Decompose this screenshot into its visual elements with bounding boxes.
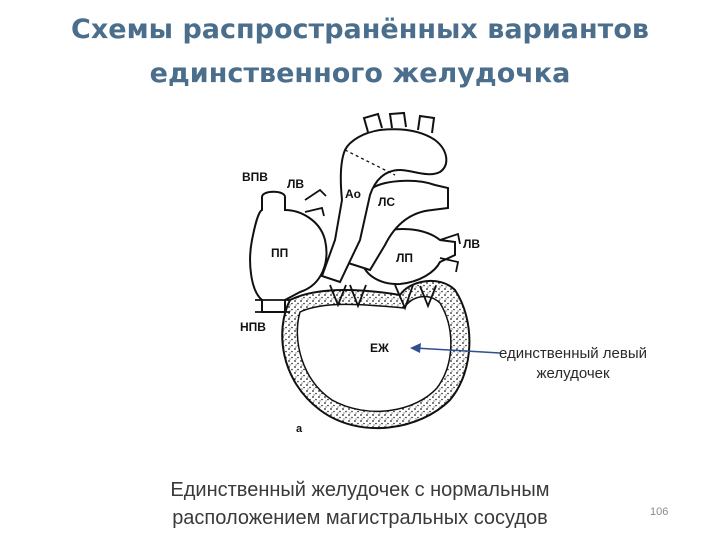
- callout-arrow-line: [414, 347, 501, 354]
- label-eh: ЕЖ: [370, 341, 389, 355]
- callout-line-2: желудочек: [536, 365, 610, 382]
- ventricle-cavity: [296, 295, 452, 413]
- callout-label: единственный левый желудочек: [498, 344, 648, 384]
- aortic-branches: [362, 111, 436, 134]
- slide-title: Схемы распространённых вариантов единств…: [0, 8, 720, 96]
- callout-arrow-head: [410, 343, 421, 353]
- caption-line-1: Единственный желудочек с нормальным: [170, 479, 550, 501]
- label-lp: ЛП: [396, 251, 413, 265]
- label-npv: НПВ: [240, 320, 266, 334]
- label-ao: Ао: [345, 187, 361, 201]
- label-vpv: ВПВ: [242, 170, 268, 184]
- label-lv-right: ЛВ: [463, 237, 480, 251]
- slide-caption: Единственный желудочек с нормальным расп…: [100, 476, 620, 532]
- pulmonary-veins-left: [304, 188, 327, 217]
- label-lv-top: ЛВ: [287, 177, 304, 191]
- title-line-2: единственного желудочка: [149, 58, 571, 89]
- label-panel-a: а: [296, 423, 303, 435]
- page-number: 106: [650, 506, 669, 518]
- ivc: [255, 299, 290, 313]
- valve-leaflets: [329, 284, 437, 311]
- aorta: [320, 128, 448, 284]
- label-ls: ЛС: [378, 195, 395, 209]
- right-atrium: [249, 190, 328, 313]
- title-line-1: Схемы распространённых вариантов: [71, 14, 649, 45]
- caption-line-2: расположением магистральных сосудов: [172, 507, 548, 529]
- label-pp: ПП: [271, 246, 288, 260]
- callout-line-1: единственный левый: [498, 345, 648, 362]
- pulmonary-veins-right: [439, 232, 461, 273]
